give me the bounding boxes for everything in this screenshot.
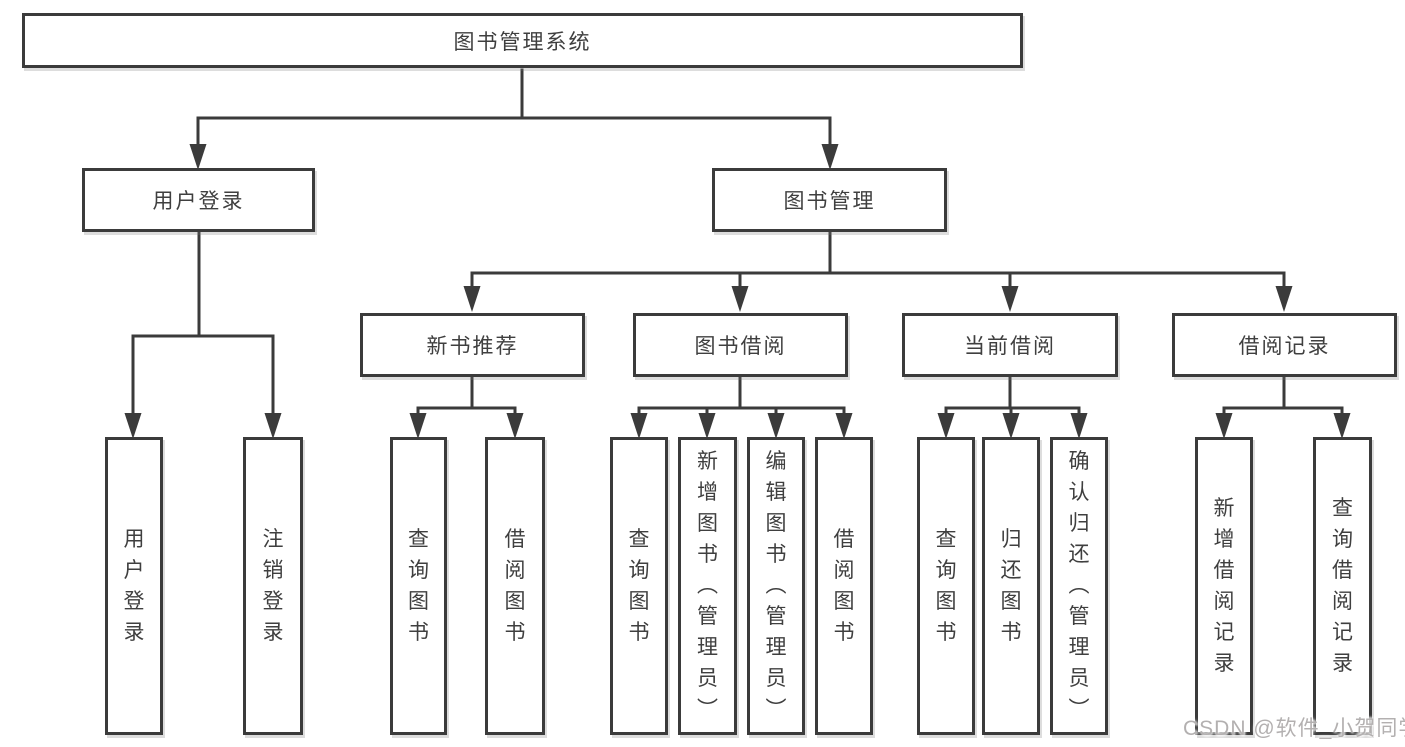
- leaf-return-books: 归还图书: [982, 437, 1040, 735]
- leaf-query-borrow-record-label: 查询借阅记录: [1332, 496, 1353, 675]
- node-root-label: 图书管理系统: [453, 30, 592, 54]
- watermark-text: CSDN @软件_小贺同学: [1183, 717, 1405, 740]
- leaf-return-books-label: 归还图书: [1000, 527, 1022, 644]
- leaf-edit-book-admin-label: 编辑图书︵管理员︶: [765, 450, 787, 721]
- node-book-management-label: 图书管理: [783, 190, 876, 213]
- leaf-query-books-current-label: 查询图书: [935, 527, 957, 644]
- node-book-borrowing-label: 图书借阅: [694, 335, 787, 358]
- leaf-query-books-borrow-label: 查询图书: [628, 527, 650, 644]
- leaf-query-books-recommend-label: 查询图书: [408, 527, 429, 644]
- node-user-login: 用户登录: [82, 168, 315, 232]
- leaf-confirm-return-admin: 确认归还︵管理员︶: [1050, 437, 1108, 735]
- leaf-add-book-admin: 新增图书︵管理员︶: [678, 437, 737, 735]
- leaf-query-books-borrow: 查询图书: [610, 437, 668, 735]
- leaf-query-books-recommend: 查询图书: [390, 437, 447, 735]
- leaf-query-borrow-record: 查询借阅记录: [1313, 437, 1372, 735]
- leaf-logout: 注销登录: [243, 437, 303, 735]
- leaf-confirm-return-admin-label: 确认归还︵管理员︶: [1068, 450, 1090, 721]
- leaf-logout-label: 注销登录: [262, 527, 284, 644]
- leaf-borrow-books-recommend-label: 借阅图书: [504, 527, 526, 644]
- leaf-add-borrow-record-label: 新增借阅记录: [1213, 496, 1235, 675]
- leaf-user-login: 用户登录: [105, 437, 163, 735]
- leaf-borrow-books-2-label: 借阅图书: [833, 527, 855, 644]
- node-borrow-records-label: 借阅记录: [1238, 335, 1331, 358]
- node-user-login-label: 用户登录: [152, 190, 245, 213]
- node-new-book-recommend-label: 新书推荐: [426, 335, 519, 358]
- node-current-borrowing-label: 当前借阅: [964, 335, 1056, 358]
- node-current-borrowing: 当前借阅: [902, 313, 1118, 377]
- node-book-management: 图书管理: [712, 168, 947, 232]
- leaf-edit-book-admin: 编辑图书︵管理员︶: [747, 437, 805, 735]
- leaf-borrow-books-2: 借阅图书: [815, 437, 873, 735]
- node-borrow-records: 借阅记录: [1172, 313, 1397, 377]
- leaf-add-borrow-record: 新增借阅记录: [1195, 437, 1253, 735]
- node-new-book-recommend: 新书推荐: [360, 313, 585, 377]
- leaf-query-books-current: 查询图书: [917, 437, 975, 735]
- node-root: 图书管理系统: [22, 13, 1023, 68]
- leaf-user-login-label: 用户登录: [123, 527, 145, 644]
- leaf-add-book-admin-label: 新增图书︵管理员︶: [697, 450, 718, 721]
- node-book-borrowing: 图书借阅: [633, 313, 848, 377]
- leaf-borrow-books-recommend: 借阅图书: [485, 437, 545, 735]
